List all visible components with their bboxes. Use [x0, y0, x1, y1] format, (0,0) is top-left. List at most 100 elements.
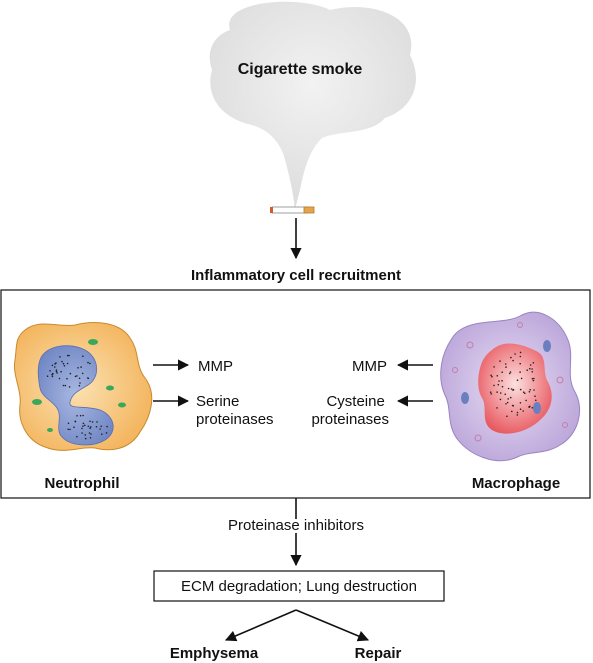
stipple-dot	[55, 369, 58, 371]
smoke-label: Cigarette smoke	[238, 61, 363, 78]
stipple-dot	[519, 402, 522, 404]
stipple-dot	[520, 377, 523, 380]
stipple-dot	[87, 377, 90, 380]
neutrophil-product-serine: Serine proteinases	[196, 393, 274, 428]
stipple-dot	[56, 372, 58, 374]
stipple-dot	[51, 374, 54, 376]
stipple-dot	[533, 389, 535, 391]
stipple-dot	[491, 375, 493, 378]
stipple-dot	[529, 364, 532, 366]
stipple-dot	[89, 427, 91, 430]
stipple-dot	[74, 375, 77, 378]
stipple-dot	[529, 389, 531, 391]
stipple-dot	[96, 421, 98, 423]
outcome-label: ECM degradation; Lung destruction	[181, 578, 417, 595]
stipple-dot	[55, 362, 57, 364]
stipple-dot	[88, 432, 91, 434]
stipple-dot	[501, 371, 504, 374]
stipple-dot	[493, 366, 495, 368]
stipple-dot	[531, 371, 534, 373]
stipple-dot	[496, 391, 498, 393]
stipple-dot	[512, 389, 514, 391]
stipple-dot	[68, 354, 70, 357]
stipple-dot	[511, 404, 514, 407]
stipple-dot	[81, 427, 83, 430]
stipple-dot	[67, 422, 70, 425]
stipple-dot	[526, 369, 528, 372]
stipple-dot	[82, 355, 84, 358]
stipple-dot	[90, 433, 92, 435]
stipple-dot	[89, 362, 91, 365]
stipple-dot	[82, 422, 85, 425]
stipple-dot	[87, 425, 90, 428]
recruitment-label: Inflammatory cell recruitment	[191, 267, 401, 284]
cigarette-icon	[270, 206, 315, 214]
outcome-box	[153, 570, 445, 602]
stipple-dot	[505, 403, 507, 405]
stipple-dot	[516, 414, 519, 416]
stipple-dot	[51, 364, 54, 367]
stipple-dot	[507, 387, 510, 390]
stipple-dot	[493, 384, 495, 387]
stipple-dot	[68, 386, 71, 388]
stipple-dot	[66, 354, 69, 357]
stipple-dot	[501, 380, 503, 382]
stipple-dot	[524, 392, 526, 395]
stipple-dot	[89, 437, 92, 439]
stipple-dot	[516, 411, 519, 414]
stipple-dot	[91, 421, 94, 423]
stipple-dot	[510, 356, 512, 359]
arrow-to-repair	[295, 609, 370, 642]
stipple-dot	[507, 398, 510, 400]
macrophage-label: Macrophage	[472, 475, 560, 492]
stipple-dot	[55, 370, 58, 373]
arrow-to-emphysema	[224, 609, 297, 642]
stipple-dot	[514, 353, 516, 355]
stipple-dot	[51, 375, 54, 378]
stipple-dot	[534, 395, 536, 398]
stipple-dot	[531, 368, 533, 370]
result-repair: Repair	[355, 645, 402, 662]
stipple-dot	[76, 435, 78, 438]
stipple-dot	[535, 399, 537, 402]
stipple-dot	[509, 396, 512, 399]
stipple-dot	[490, 374, 492, 377]
stipple-dot	[519, 362, 521, 365]
stipple-dot	[519, 408, 522, 411]
stipple-dot	[504, 363, 507, 365]
stipple-dot	[87, 361, 89, 364]
stipple-dot	[519, 355, 522, 358]
stipple-dot	[62, 384, 65, 387]
stipple-dot	[511, 410, 513, 413]
stipple-dot	[496, 407, 498, 409]
neutrophil-label: Neutrophil	[45, 475, 120, 492]
stipple-dot	[89, 420, 91, 423]
stipple-dot	[504, 393, 507, 396]
macrophage-cell	[440, 311, 581, 462]
stipple-dot	[519, 351, 522, 354]
stipple-dot	[512, 359, 514, 362]
stipple-dot	[506, 401, 509, 404]
stipple-dot	[59, 356, 61, 358]
macrophage-vacuoles	[452, 322, 568, 442]
macrophage-product-cysteine: Cysteine proteinases	[311, 393, 389, 428]
stipple-dot	[76, 375, 78, 377]
stipple-dot	[516, 379, 519, 382]
stipple-dot	[533, 377, 535, 380]
stipple-dot	[79, 414, 82, 417]
stipple-dot	[54, 366, 56, 368]
stipple-dot	[522, 410, 524, 412]
stipple-dot	[78, 377, 81, 380]
stipple-dot	[498, 380, 500, 382]
stipple-dot	[531, 377, 534, 380]
inhibitors-label: Proteinase inhibitors	[228, 517, 364, 534]
stipple-dot	[49, 370, 51, 372]
neutrophil-cell	[13, 322, 153, 451]
stipple-dot	[509, 371, 512, 373]
macrophage-product-mmp: MMP	[352, 358, 387, 375]
stipple-dot	[532, 379, 535, 382]
stipple-dot	[67, 428, 69, 431]
stipple-dot	[63, 365, 66, 367]
stipple-dot	[73, 426, 75, 429]
